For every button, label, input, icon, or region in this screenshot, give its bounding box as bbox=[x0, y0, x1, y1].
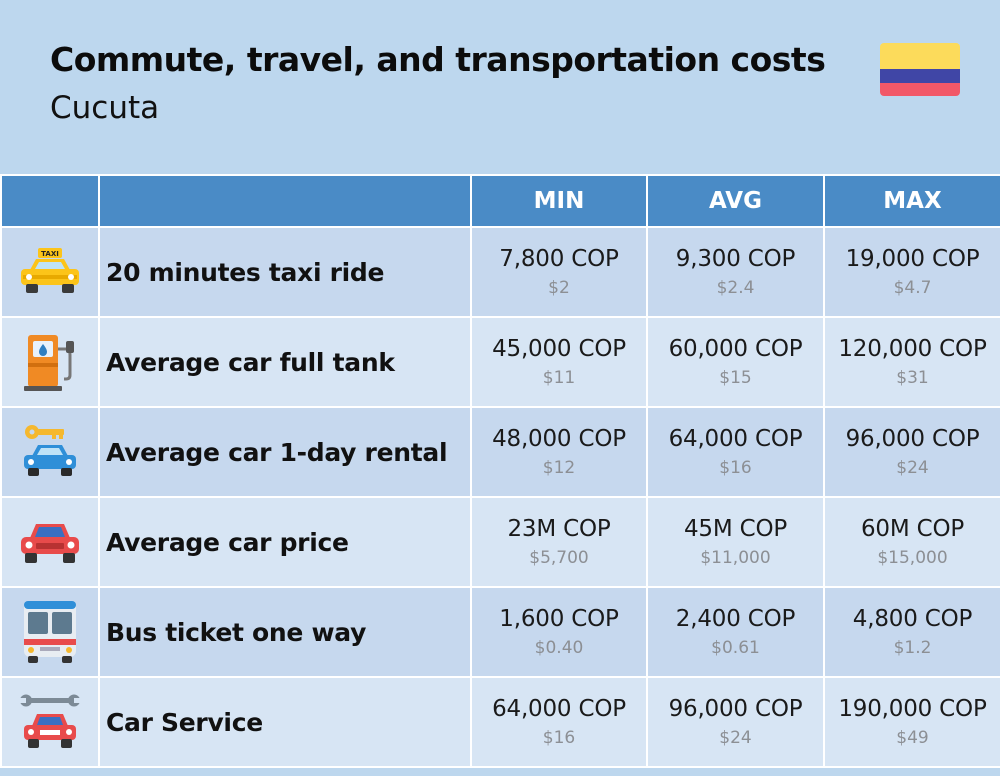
avg-cop-value: 2,400 COP bbox=[675, 606, 796, 632]
avg-usd-value: $16 bbox=[719, 458, 752, 478]
min-usd-value: $5,700 bbox=[529, 548, 589, 568]
max-cop-value: 19,000 COP bbox=[845, 246, 980, 272]
cost-table: MIN AVG MAX TAXI bbox=[0, 174, 1000, 768]
max-cell: 190,000 COP $49 bbox=[823, 676, 1000, 768]
header-min: MIN bbox=[470, 174, 648, 228]
row-icon-cell bbox=[0, 586, 100, 678]
max-usd-value: $1.2 bbox=[893, 638, 932, 658]
min-cell: 45,000 COP $11 bbox=[470, 316, 648, 408]
max-cop-value: 60M COP bbox=[860, 516, 965, 542]
max-usd-value: $24 bbox=[896, 458, 929, 478]
avg-cop-value: 60,000 COP bbox=[668, 336, 803, 362]
min-cop-value: 45,000 COP bbox=[492, 336, 626, 362]
flag-stripe-blue bbox=[880, 69, 960, 83]
min-usd-value: $0.40 bbox=[534, 638, 584, 658]
row-icon-cell bbox=[0, 676, 100, 768]
header-icon-column bbox=[0, 174, 100, 228]
max-cell: 19,000 COP $4.7 bbox=[823, 226, 1000, 318]
table-row: Average car 1-day rental 48,000 COP $12 … bbox=[0, 406, 1000, 498]
avg-usd-value: $24 bbox=[719, 728, 752, 748]
max-cell: 4,800 COP $1.2 bbox=[823, 586, 1000, 678]
max-cop-value: 120,000 COP bbox=[838, 336, 987, 362]
row-label: 20 minutes taxi ride bbox=[98, 226, 472, 318]
car-key-icon bbox=[24, 425, 76, 476]
min-cell: 23M COP $5,700 bbox=[470, 496, 648, 588]
min-cell: 48,000 COP $12 bbox=[470, 406, 648, 498]
avg-cell: 60,000 COP $15 bbox=[646, 316, 825, 408]
row-icon-cell: TAXI bbox=[0, 226, 100, 318]
min-cop-value: 23M COP bbox=[507, 516, 611, 542]
avg-cop-value: 45M COP bbox=[683, 516, 788, 542]
flag-stripe-red bbox=[880, 83, 960, 96]
flag-stripe-yellow bbox=[880, 43, 960, 69]
row-label: Average car 1-day rental bbox=[98, 406, 472, 498]
min-cell: 1,600 COP $0.40 bbox=[470, 586, 648, 678]
svg-text:TAXI: TAXI bbox=[41, 250, 59, 258]
avg-cop-value: 64,000 COP bbox=[668, 426, 803, 452]
max-cop-value: 4,800 COP bbox=[852, 606, 973, 632]
min-cell: 64,000 COP $16 bbox=[470, 676, 648, 768]
min-usd-value: $12 bbox=[542, 458, 576, 478]
row-icon-cell bbox=[0, 496, 100, 588]
avg-cell: 64,000 COP $16 bbox=[646, 406, 825, 498]
avg-cell: 9,300 COP $2.4 bbox=[646, 226, 825, 318]
min-cell: 7,800 COP $2 bbox=[470, 226, 648, 318]
avg-usd-value: $0.61 bbox=[711, 638, 760, 658]
max-cop-value: 190,000 COP bbox=[838, 696, 987, 722]
city-name: Cucuta bbox=[50, 90, 160, 126]
car-icon bbox=[21, 524, 79, 563]
fuel-pump-icon bbox=[24, 335, 74, 391]
min-usd-value: $2 bbox=[548, 278, 570, 298]
header: Commute, travel, and transportation cost… bbox=[0, 0, 1000, 172]
max-usd-value: $31 bbox=[896, 368, 929, 388]
max-usd-value: $49 bbox=[896, 728, 929, 748]
colombia-flag-icon bbox=[880, 43, 960, 96]
table-row: TAXI 20 minutes taxi ride 7,800 COP $2 bbox=[0, 226, 1000, 318]
header-avg: AVG bbox=[646, 174, 825, 228]
min-cop-value: 64,000 COP bbox=[492, 696, 626, 722]
avg-cop-value: 9,300 COP bbox=[675, 246, 796, 272]
min-cop-value: 48,000 COP bbox=[492, 426, 626, 452]
min-cop-value: 1,600 COP bbox=[499, 606, 619, 632]
table-row: Average car full tank 45,000 COP $11 60,… bbox=[0, 316, 1000, 408]
table-row: Bus ticket one way 1,600 COP $0.40 2,400… bbox=[0, 586, 1000, 678]
table-row: Average car price 23M COP $5,700 45M COP… bbox=[0, 496, 1000, 588]
row-icon-cell bbox=[0, 406, 100, 498]
avg-usd-value: $2.4 bbox=[716, 278, 755, 298]
row-icon-cell bbox=[0, 316, 100, 408]
avg-cell: 96,000 COP $24 bbox=[646, 676, 825, 768]
wrench-car-icon bbox=[20, 694, 80, 748]
avg-cell: 2,400 COP $0.61 bbox=[646, 586, 825, 678]
row-label: Bus ticket one way bbox=[98, 586, 472, 678]
min-usd-value: $16 bbox=[542, 728, 576, 748]
bus-icon bbox=[24, 601, 76, 663]
avg-usd-value: $15 bbox=[719, 368, 752, 388]
header-max: MAX bbox=[823, 174, 1000, 228]
max-cell: 120,000 COP $31 bbox=[823, 316, 1000, 408]
taxi-icon: TAXI bbox=[21, 248, 79, 293]
header-label-column bbox=[98, 174, 472, 228]
max-cop-value: 96,000 COP bbox=[845, 426, 980, 452]
max-usd-value: $15,000 bbox=[877, 548, 948, 568]
avg-cell: 45M COP $11,000 bbox=[646, 496, 825, 588]
avg-cop-value: 96,000 COP bbox=[668, 696, 803, 722]
max-usd-value: $4.7 bbox=[893, 278, 932, 298]
row-label: Average car price bbox=[98, 496, 472, 588]
row-label: Car Service bbox=[98, 676, 472, 768]
table-row: Car Service 64,000 COP $16 96,000 COP $2… bbox=[0, 676, 1000, 768]
table-header-row: MIN AVG MAX bbox=[0, 174, 1000, 228]
row-label: Average car full tank bbox=[98, 316, 472, 408]
max-cell: 96,000 COP $24 bbox=[823, 406, 1000, 498]
avg-usd-value: $11,000 bbox=[700, 548, 771, 568]
min-usd-value: $11 bbox=[542, 368, 576, 388]
max-cell: 60M COP $15,000 bbox=[823, 496, 1000, 588]
page-title: Commute, travel, and transportation cost… bbox=[50, 40, 826, 79]
min-cop-value: 7,800 COP bbox=[499, 246, 619, 272]
